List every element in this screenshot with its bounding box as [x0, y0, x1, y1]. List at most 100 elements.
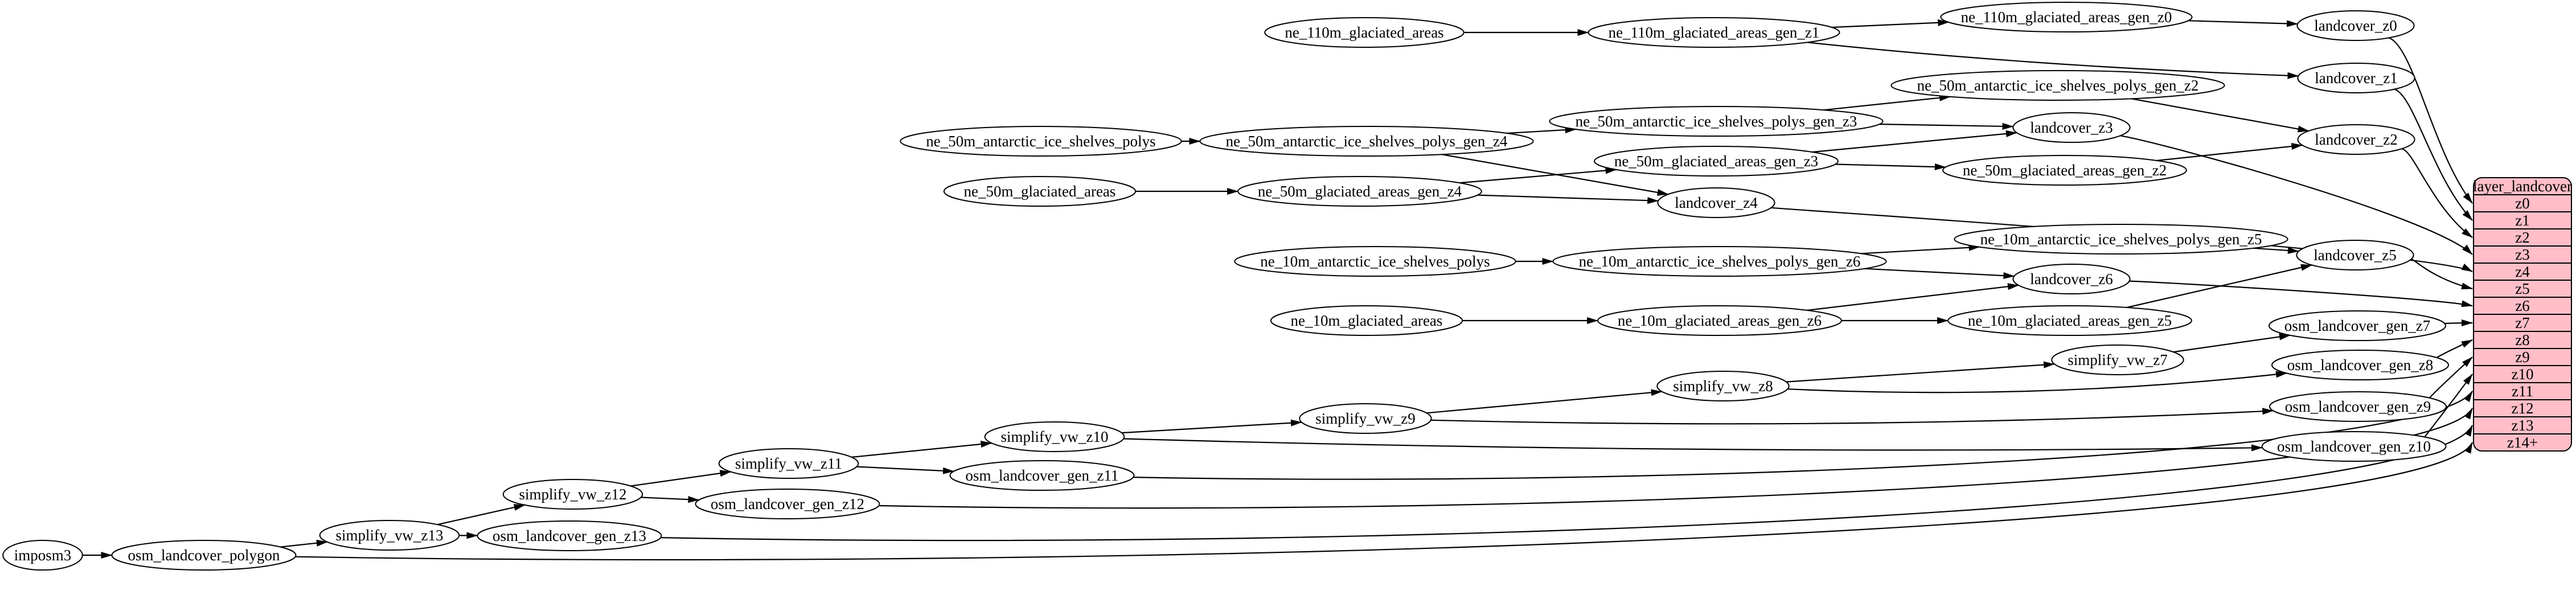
- table-row-z14+: z14+: [2507, 434, 2538, 451]
- edge-ne_110m_glaciated_areas_gen_z1-to-landcover_z1: [1807, 42, 2299, 79]
- node-imposm3-label: imposm3: [14, 547, 72, 564]
- edge-simplify_vw_z11-to-osm_landcover_gen_z11: [856, 466, 954, 474]
- table-row-z5: z5: [2515, 280, 2529, 297]
- node-simplify_vw_z11: simplify_vw_z11: [718, 448, 859, 479]
- edge-simplify_vw_z9-to-osm_landcover_gen_z9: [1430, 408, 2274, 425]
- node-landcover_z5: landcover_z5: [2296, 240, 2414, 270]
- node-ne_50m_glaciated_areas_gen_z2-label: ne_50m_glaciated_areas_gen_z2: [1963, 162, 2167, 179]
- node-ne_50m_antarctic_ice_shelves_polys_gen_z3-shape: [1549, 106, 1884, 137]
- node-ne_10m_glaciated_areas_gen_z5: ne_10m_glaciated_areas_gen_z5: [1947, 305, 2192, 336]
- node-osm_landcover_gen_z10: osm_landcover_gen_z10: [2261, 431, 2447, 462]
- node-imposm3-shape: [2, 540, 83, 571]
- node-ne_50m_glaciated_areas_gen_z3-label: ne_50m_glaciated_areas_gen_z3: [1614, 153, 1818, 170]
- edge-osm_landcover_polygon-to-row-z14+: [295, 442, 2473, 561]
- node-landcover_z2-shape: [2297, 124, 2415, 155]
- edge-landcover_z1-to-row-z1: [2394, 88, 2473, 221]
- node-landcover_z1-label: landcover_z1: [2315, 69, 2397, 87]
- table-row-z4: z4: [2515, 263, 2530, 280]
- node-ne_110m_glaciated_areas-shape: [1264, 17, 1465, 48]
- node-osm_landcover_gen_z11: osm_landcover_gen_z11: [949, 460, 1135, 491]
- table-row-z7: z7: [2515, 314, 2529, 331]
- node-osm_landcover_gen_z11-shape: [949, 460, 1135, 491]
- node-osm_landcover_gen_z13: osm_landcover_gen_z13: [477, 520, 662, 551]
- node-ne_10m_glaciated_areas: ne_10m_glaciated_areas: [1270, 305, 1463, 336]
- edge-ne_50m_glaciated_areas_gen_z4-to-landcover_z4: [1477, 194, 1659, 204]
- node-simplify_vw_z10-shape: [984, 421, 1125, 452]
- table-row-z11: z11: [2512, 383, 2533, 400]
- table-title: layer_landcover: [2473, 178, 2572, 195]
- node-imposm3: imposm3: [2, 540, 83, 571]
- node-ne_10m_antarctic_ice_shelves_polys-shape: [1234, 246, 1516, 277]
- node-ne_10m_antarctic_ice_shelves_polys_gen_z6-shape: [1552, 246, 1887, 277]
- edge-ne_110m_glaciated_areas_gen_z1-to-ne_110m_glaciated_areas_gen_z0: [1831, 19, 1950, 28]
- node-simplify_vw_z13-shape: [319, 520, 460, 551]
- node-ne_10m_antarctic_ice_shelves_polys_gen_z6-label: ne_10m_antarctic_ice_shelves_polys_gen_z…: [1579, 253, 1861, 270]
- edge-landcover_z3-to-row-z3: [2120, 135, 2473, 255]
- node-osm_landcover_gen_z12: osm_landcover_gen_z12: [695, 489, 880, 519]
- node-ne_50m_glaciated_areas_gen_z4-label: ne_50m_glaciated_areas_gen_z4: [1258, 183, 1462, 200]
- node-landcover_z5-label: landcover_z5: [2314, 247, 2396, 264]
- edge-simplify_vw_z8-to-simplify_vw_z7: [1786, 361, 2055, 383]
- node-landcover_z3: landcover_z3: [2012, 112, 2131, 143]
- node-osm_landcover_gen_z9-shape: [2269, 391, 2447, 422]
- edge-ne_10m_antarctic_ice_shelves_polys_gen_z5-to-landcover_z5: [2253, 247, 2299, 254]
- node-simplify_vw_z8-shape: [1656, 371, 1790, 401]
- node-landcover_z3-shape: [2012, 112, 2131, 143]
- node-ne_50m_glaciated_areas_gen_z4-shape: [1237, 176, 1482, 207]
- node-osm_landcover_gen_z8: osm_landcover_gen_z8: [2271, 350, 2449, 380]
- node-osm_landcover_gen_z10-shape: [2261, 431, 2447, 462]
- node-ne_110m_glaciated_areas_gen_z1-shape: [1588, 17, 1840, 48]
- edge-ne_110m_glaciated_areas_gen_z0-to-landcover_z0: [2188, 20, 2299, 27]
- node-ne_50m_antarctic_ice_shelves_polys_gen_z3: ne_50m_antarctic_ice_shelves_polys_gen_z…: [1549, 106, 1884, 137]
- node-ne_110m_glaciated_areas: ne_110m_glaciated_areas: [1264, 17, 1465, 48]
- node-osm_landcover_gen_z12-shape: [695, 489, 880, 519]
- node-landcover_z0-label: landcover_z0: [2314, 17, 2397, 34]
- node-landcover_z4-label: landcover_z4: [1675, 194, 1758, 211]
- table-row-z9: z9: [2515, 348, 2529, 366]
- node-landcover_z2-label: landcover_z2: [2315, 131, 2397, 148]
- node-ne_50m_glaciated_areas_gen_z2: ne_50m_glaciated_areas_gen_z2: [1942, 155, 2187, 186]
- edge-landcover_z6-to-row-z6: [2129, 280, 2473, 307]
- node-ne_10m_glaciated_areas_gen_z6-shape: [1597, 305, 1842, 336]
- edge-ne_50m_glaciated_areas_gen_z3-to-ne_50m_glaciated_areas_gen_z2: [1835, 163, 1946, 171]
- table-row-z2: z2: [2515, 229, 2529, 246]
- edge-simplify_vw_z9-to-simplify_vw_z8: [1426, 389, 1663, 414]
- edge-ne_50m_glaciated_areas_gen_z3-to-landcover_z3: [1812, 130, 2017, 153]
- node-ne_50m_antarctic_ice_shelves_polys-shape: [900, 126, 1182, 157]
- node-landcover_z0-shape: [2296, 10, 2415, 41]
- table-row-z10: z10: [2512, 366, 2534, 383]
- node-landcover_z0: landcover_z0: [2296, 10, 2415, 41]
- node-simplify_vw_z11-label: simplify_vw_z11: [735, 455, 842, 472]
- node-osm_landcover_gen_z9-label: osm_landcover_gen_z9: [2285, 398, 2431, 415]
- node-osm_landcover_gen_z10-label: osm_landcover_gen_z10: [2277, 438, 2431, 455]
- node-ne_50m_antarctic_ice_shelves_polys_gen_z4-label: ne_50m_antarctic_ice_shelves_polys_gen_z…: [1226, 133, 1508, 150]
- node-ne_10m_antarctic_ice_shelves_polys_gen_z5-label: ne_10m_antarctic_ice_shelves_polys_gen_z…: [1980, 231, 2262, 248]
- node-landcover_z6-label: landcover_z6: [2030, 270, 2113, 288]
- node-ne_50m_glaciated_areas_gen_z2-shape: [1942, 155, 2187, 186]
- table-row-z1: z1: [2515, 212, 2529, 229]
- node-simplify_vw_z9-label: simplify_vw_z9: [1315, 410, 1416, 427]
- node-ne_10m_antarctic_ice_shelves_polys-label: ne_10m_antarctic_ice_shelves_polys: [1260, 253, 1490, 270]
- node-osm_landcover_gen_z7: osm_landcover_gen_z7: [2269, 310, 2446, 341]
- node-simplify_vw_z13: simplify_vw_z13: [319, 520, 460, 551]
- node-landcover_z1-shape: [2297, 63, 2415, 93]
- node-ne_10m_antarctic_ice_shelves_polys_gen_z5: ne_10m_antarctic_ice_shelves_polys_gen_z…: [1954, 224, 2288, 255]
- node-ne_110m_glaciated_areas_gen_z1-label: ne_110m_glaciated_areas_gen_z1: [1609, 24, 1820, 41]
- node-ne_10m_glaciated_areas_gen_z6: ne_10m_glaciated_areas_gen_z6: [1597, 305, 1842, 336]
- table-row-z8: z8: [2515, 331, 2529, 348]
- node-ne_50m_glaciated_areas_gen_z3-shape: [1594, 146, 1839, 177]
- node-ne_10m_glaciated_areas_gen_z5-shape: [1947, 305, 2192, 336]
- node-simplify_vw_z8: simplify_vw_z8: [1656, 371, 1790, 401]
- node-landcover_z4-shape: [1657, 187, 1775, 218]
- node-simplify_vw_z8-label: simplify_vw_z8: [1673, 378, 1773, 395]
- edge-simplify_vw_z12-to-osm_landcover_gen_z12: [641, 496, 700, 503]
- node-ne_10m_antarctic_ice_shelves_polys: ne_10m_antarctic_ice_shelves_polys: [1234, 246, 1516, 277]
- node-ne_10m_antarctic_ice_shelves_polys_gen_z5-shape: [1954, 224, 2288, 255]
- node-landcover_z6: landcover_z6: [2012, 264, 2131, 294]
- node-simplify_vw_z7-shape: [2051, 345, 2184, 375]
- node-osm_landcover_gen_z11-label: osm_landcover_gen_z11: [966, 467, 1119, 484]
- node-simplify_vw_z11-shape: [718, 448, 859, 479]
